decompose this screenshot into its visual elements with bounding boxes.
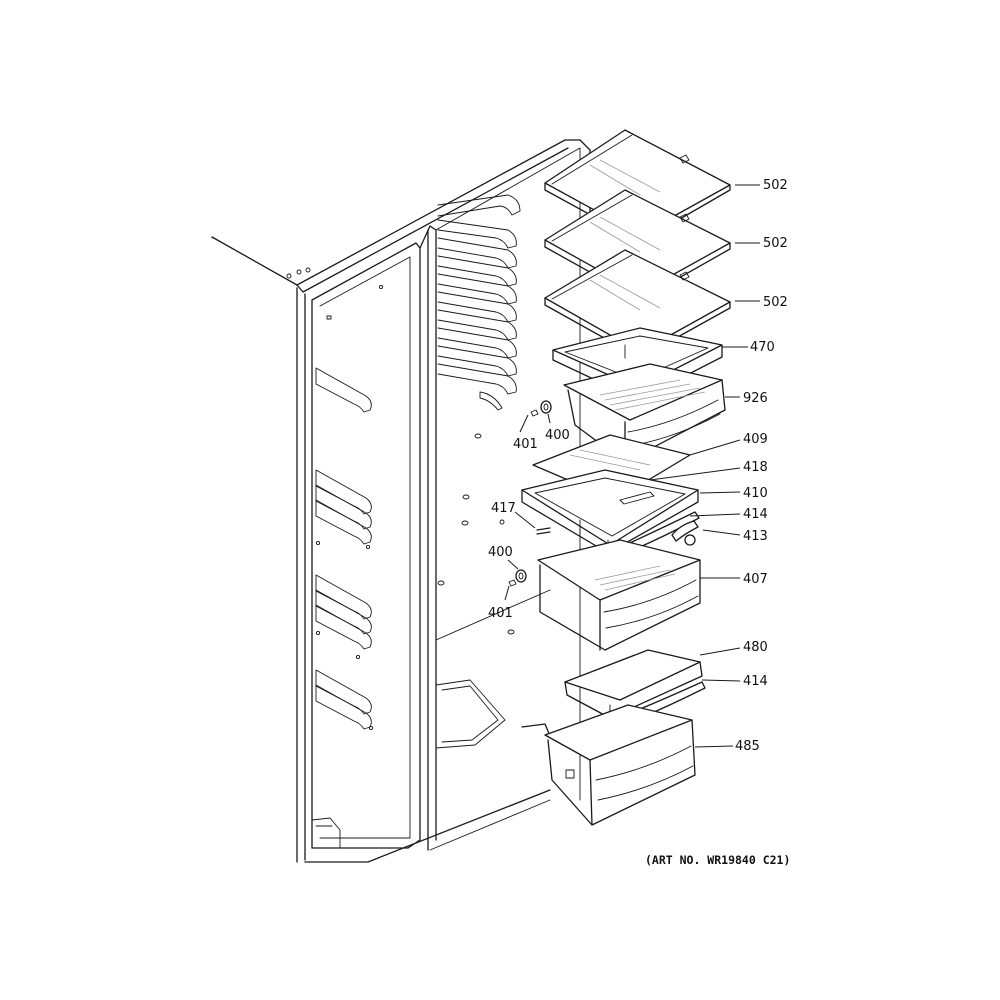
callout-labels: 502 502 502 470 926 401 400 409 418 410 … (488, 178, 788, 754)
callout-926: 926 (743, 391, 768, 406)
callout-414-upper: 414 (743, 507, 768, 522)
callout-470: 470 (750, 340, 775, 355)
refrigerator-cabinet (211, 139, 591, 863)
callout-413: 413 (743, 529, 768, 544)
lower-mounting-hardware (508, 569, 527, 587)
bracket-413 (671, 520, 699, 546)
glass-shelf-502-top (544, 129, 731, 243)
fresh-food-shelf-ribs (437, 194, 521, 635)
callout-409: 409 (743, 432, 768, 447)
callout-414-lower: 414 (743, 674, 768, 689)
leader-lines (504, 184, 760, 748)
crisper-cavity (435, 679, 506, 749)
upper-mounting-hardware (530, 400, 552, 417)
pan-cover-frame-410 (521, 469, 699, 554)
callout-400-lower: 400 (488, 545, 513, 560)
callout-417: 417 (491, 501, 516, 516)
callout-502-top: 502 (763, 178, 788, 193)
callout-502-bottom: 502 (763, 295, 788, 310)
callout-480: 480 (743, 640, 768, 655)
callout-407: 407 (743, 572, 768, 587)
callout-400-upper: 400 (545, 428, 570, 443)
callout-401-upper: 401 (513, 437, 538, 452)
callout-485: 485 (735, 739, 760, 754)
callout-401-lower: 401 (488, 606, 513, 621)
rail-417 (536, 527, 551, 535)
callout-502-middle: 502 (763, 236, 788, 251)
pan-407 (537, 539, 701, 651)
drawer-485 (521, 704, 696, 826)
freezer-shelf-supports (315, 284, 384, 731)
art-number: (ART NO. WR19840 C21) (645, 853, 790, 867)
callout-410: 410 (743, 486, 768, 501)
callout-418: 418 (743, 460, 768, 475)
